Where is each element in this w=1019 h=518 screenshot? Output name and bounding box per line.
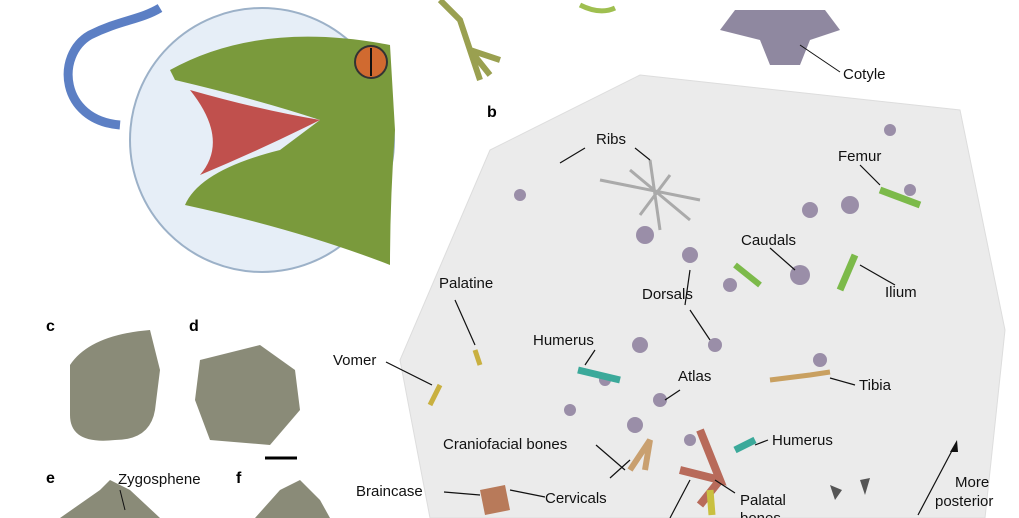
- label-vomer: Vomer: [333, 352, 377, 369]
- lizard-head: [170, 36, 395, 266]
- label-posterior: posterior: [935, 493, 994, 510]
- palatine-bone: [472, 349, 483, 366]
- panel-label-b: b: [487, 104, 497, 121]
- vertebra-f: [255, 480, 330, 518]
- label-cervicals: Cervicals: [545, 490, 607, 507]
- femur: [878, 186, 922, 209]
- label-caudals: Caudals: [741, 232, 797, 249]
- vertebra-d: [195, 345, 300, 445]
- label-cotyle: Cotyle: [843, 66, 886, 83]
- label-palatine: Palatine: [439, 275, 494, 292]
- label-femur: Femur: [838, 148, 882, 165]
- vertebra-c: [70, 330, 160, 441]
- tibia: [769, 369, 831, 383]
- fossil-matrix: [399, 74, 1006, 518]
- label-more: More: [955, 474, 990, 491]
- lizard-foot: [437, 0, 501, 81]
- braincase-bone: [480, 485, 510, 515]
- lizard-tail: [63, 4, 163, 130]
- panel-label-c: c: [46, 318, 55, 335]
- label-atlas: Atlas: [678, 368, 712, 385]
- label-craniofacial: Craniofacial bones: [443, 436, 568, 453]
- direction-arrow: [917, 444, 956, 516]
- panel-label-f: f: [236, 470, 242, 487]
- fossil-bones: [514, 124, 916, 446]
- label-palatal: Palatal: [740, 492, 786, 509]
- ilium: [836, 253, 859, 292]
- panel-label-e: e: [46, 470, 55, 487]
- label-humerus-left: Humerus: [533, 332, 594, 349]
- vertebra-e: [60, 480, 160, 518]
- label-braincase: Braincase: [356, 483, 423, 500]
- label-dorsals: Dorsals: [642, 286, 693, 303]
- label-ribs: Ribs: [596, 131, 627, 148]
- humerus-right-bone: [733, 436, 757, 454]
- vomer-bone: [427, 383, 443, 407]
- humerus-left-bone: [577, 366, 621, 384]
- label-zygosphene: Zygosphene: [118, 471, 201, 488]
- label-humerus-right: Humerus: [772, 432, 833, 449]
- label-ilium: Ilium: [885, 284, 917, 301]
- cotyle-vertebra: [720, 10, 840, 65]
- panel-label-d: d: [189, 318, 199, 335]
- label-tibia: Tibia: [859, 377, 891, 394]
- label-palatal-bones: bones: [740, 510, 781, 518]
